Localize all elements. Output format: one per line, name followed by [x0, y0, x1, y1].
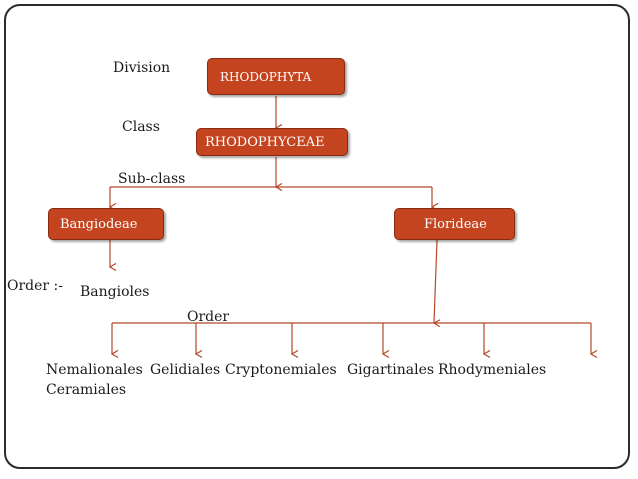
- florideae-node: Florideae: [394, 208, 515, 240]
- order-item-cryptonemiales: Cryptonemiales: [225, 362, 337, 378]
- division-node-text: RHODOPHYTA: [220, 69, 312, 84]
- florideae-node-text: Florideae: [424, 216, 487, 232]
- order-item-gigartinales: Gigartinales: [347, 362, 435, 378]
- florideae-to-orders-arrow: [434, 239, 437, 323]
- class-label: Class: [122, 119, 160, 135]
- order-item-ceramiales: Ceramiales: [46, 382, 127, 398]
- order-item-rhodymeniales: Rhodymeniales: [438, 362, 547, 378]
- order-item-nemalionales: Nemalionales: [46, 362, 143, 378]
- subclass-label: Sub-class: [118, 171, 186, 187]
- bangioles-label: Bangioles: [80, 284, 150, 300]
- division-node: RHODOPHYTA: [207, 58, 345, 95]
- order-item-gelidiales: Gelidiales: [150, 362, 221, 378]
- division-label: Division: [113, 60, 171, 76]
- class-node-text: RHODOPHYCEAE: [205, 134, 325, 150]
- order-prefix-label: Order :-: [7, 278, 64, 294]
- class-node: RHODOPHYCEAE: [196, 128, 348, 156]
- bangiodeae-node: Bangiodeae: [48, 208, 164, 240]
- slide-frame: [4, 4, 630, 469]
- order-label: Order: [187, 309, 230, 325]
- bangiodeae-node-text: Bangiodeae: [60, 216, 138, 232]
